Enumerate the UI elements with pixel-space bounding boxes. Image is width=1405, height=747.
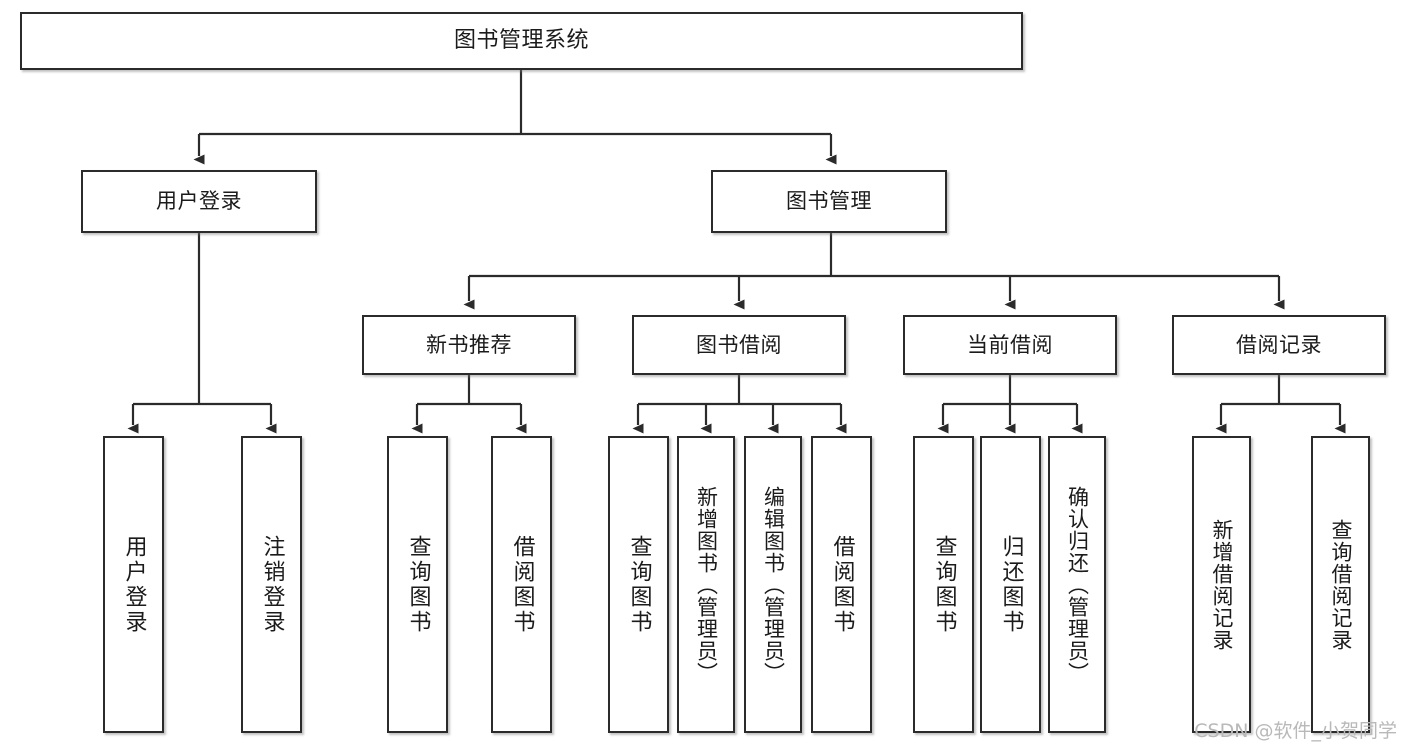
node-label: 图书管理系统 (453, 28, 589, 54)
node-root-book-management-system[interactable]: 图书管理系统 (20, 12, 1023, 70)
node-label: 新增借阅记录 (1210, 518, 1234, 651)
leaf-logout-login[interactable]: 注销登录 (241, 436, 302, 733)
watermark-text: CSDN @软件_小贺同学 (1194, 720, 1397, 742)
node-label: 注销登录 (259, 534, 285, 635)
leaf-user-login[interactable]: 用户登录 (103, 436, 164, 733)
node-book-management[interactable]: 图书管理 (711, 170, 947, 233)
node-label: 查询图书 (405, 534, 431, 635)
leaf-add-book[interactable]: 新增图书（管理员） (677, 436, 735, 733)
leaf-borrow-book-2[interactable]: 借阅图书 (811, 436, 872, 733)
node-label: 查询借阅记录 (1329, 518, 1353, 651)
node-label: 归还图书 (998, 534, 1024, 635)
node-label: 编辑图书（管理员） (761, 485, 786, 684)
node-label: 查询图书 (931, 534, 957, 635)
leaf-return-book[interactable]: 归还图书 (980, 436, 1041, 733)
node-label: 用户登录 (121, 534, 147, 635)
node-label: 新增图书（管理员） (694, 485, 719, 684)
node-borrow-record[interactable]: 借阅记录 (1172, 315, 1386, 375)
node-label: 用户登录 (156, 189, 242, 214)
leaf-query-book-2[interactable]: 查询图书 (608, 436, 669, 733)
node-label: 当前借阅 (967, 332, 1053, 357)
node-new-book-recommend[interactable]: 新书推荐 (362, 315, 576, 375)
node-user-login[interactable]: 用户登录 (81, 170, 317, 233)
node-label: 图书借阅 (696, 332, 782, 357)
node-current-borrow[interactable]: 当前借阅 (903, 315, 1117, 375)
leaf-query-record[interactable]: 查询借阅记录 (1311, 436, 1370, 733)
node-book-borrow[interactable]: 图书借阅 (632, 315, 846, 375)
node-label: 确认归还（管理员） (1065, 485, 1090, 684)
leaf-confirm-return[interactable]: 确认归还（管理员） (1048, 436, 1106, 733)
leaf-edit-book[interactable]: 编辑图书（管理员） (744, 436, 802, 733)
node-label: 借阅图书 (509, 534, 535, 635)
leaf-query-book-3[interactable]: 查询图书 (913, 436, 974, 733)
node-label: 借阅图书 (829, 534, 855, 635)
node-label: 查询图书 (626, 534, 652, 635)
node-label: 新书推荐 (426, 332, 512, 357)
node-label: 借阅记录 (1236, 332, 1322, 357)
node-label: 图书管理 (786, 189, 872, 214)
leaf-query-book-1[interactable]: 查询图书 (387, 436, 448, 733)
leaf-borrow-book-1[interactable]: 借阅图书 (491, 436, 552, 733)
leaf-add-record[interactable]: 新增借阅记录 (1192, 436, 1251, 733)
